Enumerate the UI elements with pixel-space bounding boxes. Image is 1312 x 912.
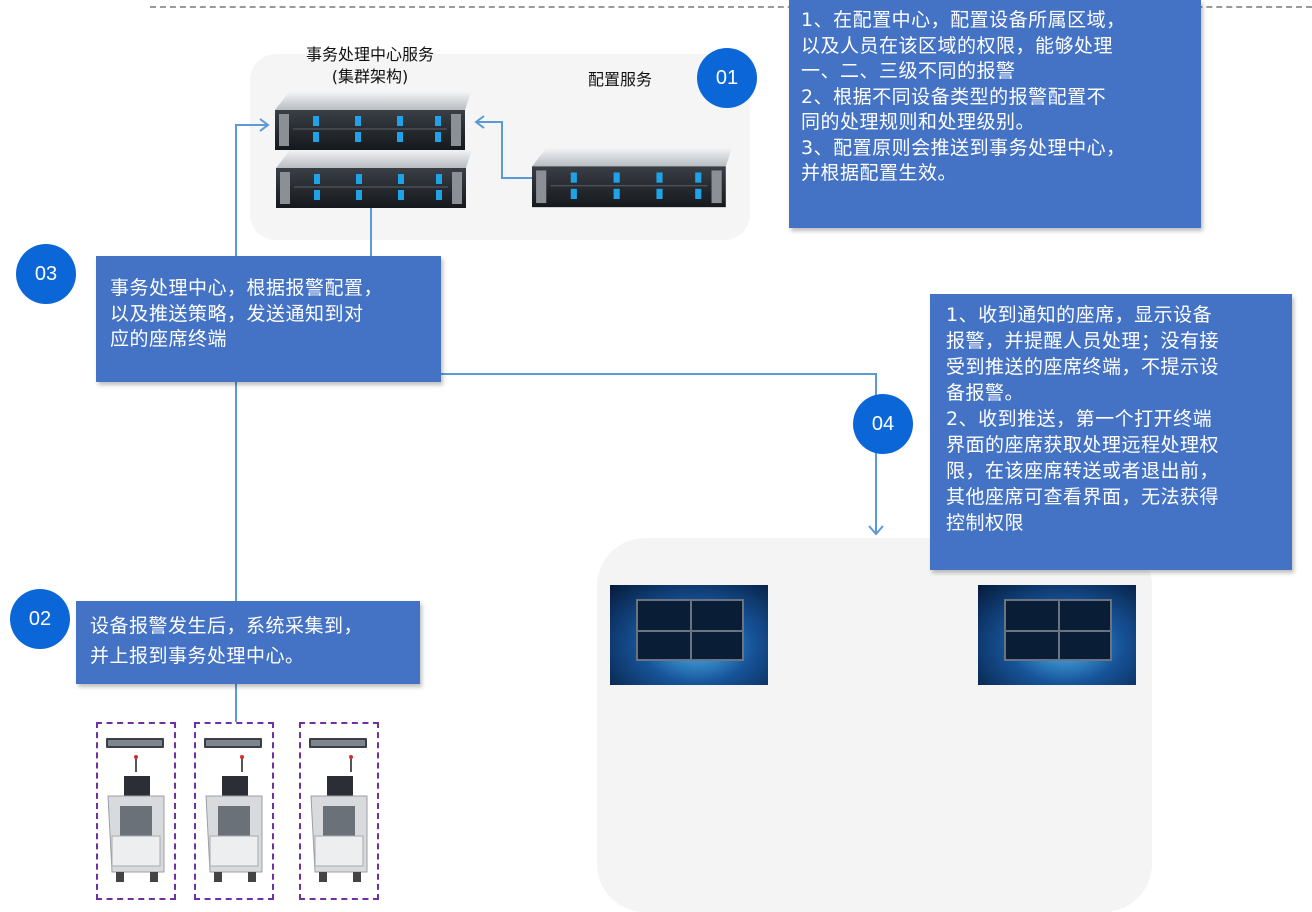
equipment-unit-1 bbox=[96, 722, 176, 900]
step-03-badge: 03 bbox=[16, 244, 76, 304]
monitor-wall-left-icon bbox=[610, 585, 768, 685]
step-04-line: 1、收到通知的座席，显示设备 bbox=[946, 304, 1213, 326]
step-02-line: 设备报警发生后，系统采集到， bbox=[90, 615, 364, 637]
step-01-line: 一、二、三级不同的报警 bbox=[801, 60, 1016, 82]
step-04-line: 其他座席可查看界面，无法获得 bbox=[946, 486, 1220, 508]
step-04-line: 2、收到推送，第一个打开终端 bbox=[946, 408, 1213, 430]
step-04-line: 限，在该座席转送或者退出前， bbox=[946, 460, 1220, 482]
step-04-line: 报警，并提醒人员处理；没有接 bbox=[946, 330, 1220, 352]
step-03-line: 应的座席终端 bbox=[110, 328, 228, 350]
monitor-wall-right-icon bbox=[978, 585, 1136, 685]
equipment-machine-icon bbox=[309, 738, 368, 882]
step-03-line: 事务处理中心，根据报警配置， bbox=[110, 277, 384, 299]
step-01-line: 并根据配置生效。 bbox=[801, 162, 958, 184]
cluster-title: 事务处理中心服务 (集群架构) bbox=[280, 44, 460, 88]
step-01-line: 以及人员在该区域的权限，能够处理 bbox=[801, 34, 1114, 57]
step-02-line: 并上报到事务处理中心。 bbox=[90, 645, 305, 667]
step-03-line: 以及推送策略，发送通知到对 bbox=[110, 302, 364, 325]
step-04-description: 1、收到通知的座席，显示设备 报警，并提醒人员处理；没有接 受到推送的座席终端，… bbox=[930, 294, 1292, 570]
step-01-description: 1、在配置中心，配置设备所属区域， 以及人员在该区域的权限，能够处理 一、二、三… bbox=[789, 0, 1201, 228]
config-server-icon bbox=[531, 147, 733, 208]
step-01-line: 1、在配置中心，配置设备所属区域， bbox=[801, 9, 1126, 31]
step-04-line: 受到推送的座席终端，不提示设 bbox=[946, 356, 1220, 378]
cluster-title-line2: (集群架构) bbox=[331, 67, 409, 86]
cluster-server-2-icon bbox=[275, 149, 473, 209]
equipment-unit-2 bbox=[194, 722, 274, 900]
top-dashed-divider bbox=[150, 6, 1312, 8]
step-04-line: 界面的座席获取处理远程处理权 bbox=[946, 434, 1220, 456]
cluster-server-1-icon bbox=[274, 91, 472, 151]
step-01-line: 3、配置原则会推送到事务处理中心， bbox=[801, 136, 1126, 159]
step-01-line: 同的处理规则和处理级别。 bbox=[801, 111, 1036, 133]
step-01-line: 2、根据不同设备类型的报警配置不 bbox=[801, 85, 1107, 108]
equipment-machine-icon bbox=[106, 738, 165, 882]
step-04-badge: 04 bbox=[853, 394, 913, 454]
step-03-description: 事务处理中心，根据报警配置， 以及推送策略，发送通知到对 应的座席终端 bbox=[96, 256, 441, 382]
equipment-unit-3 bbox=[299, 722, 379, 900]
step-01-badge: 01 bbox=[697, 48, 757, 108]
equipment-machine-icon bbox=[204, 738, 263, 882]
step-04-line: 备报警。 bbox=[946, 382, 1025, 404]
config-service-label: 配置服务 bbox=[588, 70, 653, 89]
step-02-badge: 02 bbox=[10, 589, 70, 649]
step-02-description: 设备报警发生后，系统采集到， 并上报到事务处理中心。 bbox=[76, 601, 420, 684]
cluster-title-line1: 事务处理中心服务 bbox=[305, 45, 434, 64]
step-04-line: 控制权限 bbox=[946, 512, 1025, 534]
